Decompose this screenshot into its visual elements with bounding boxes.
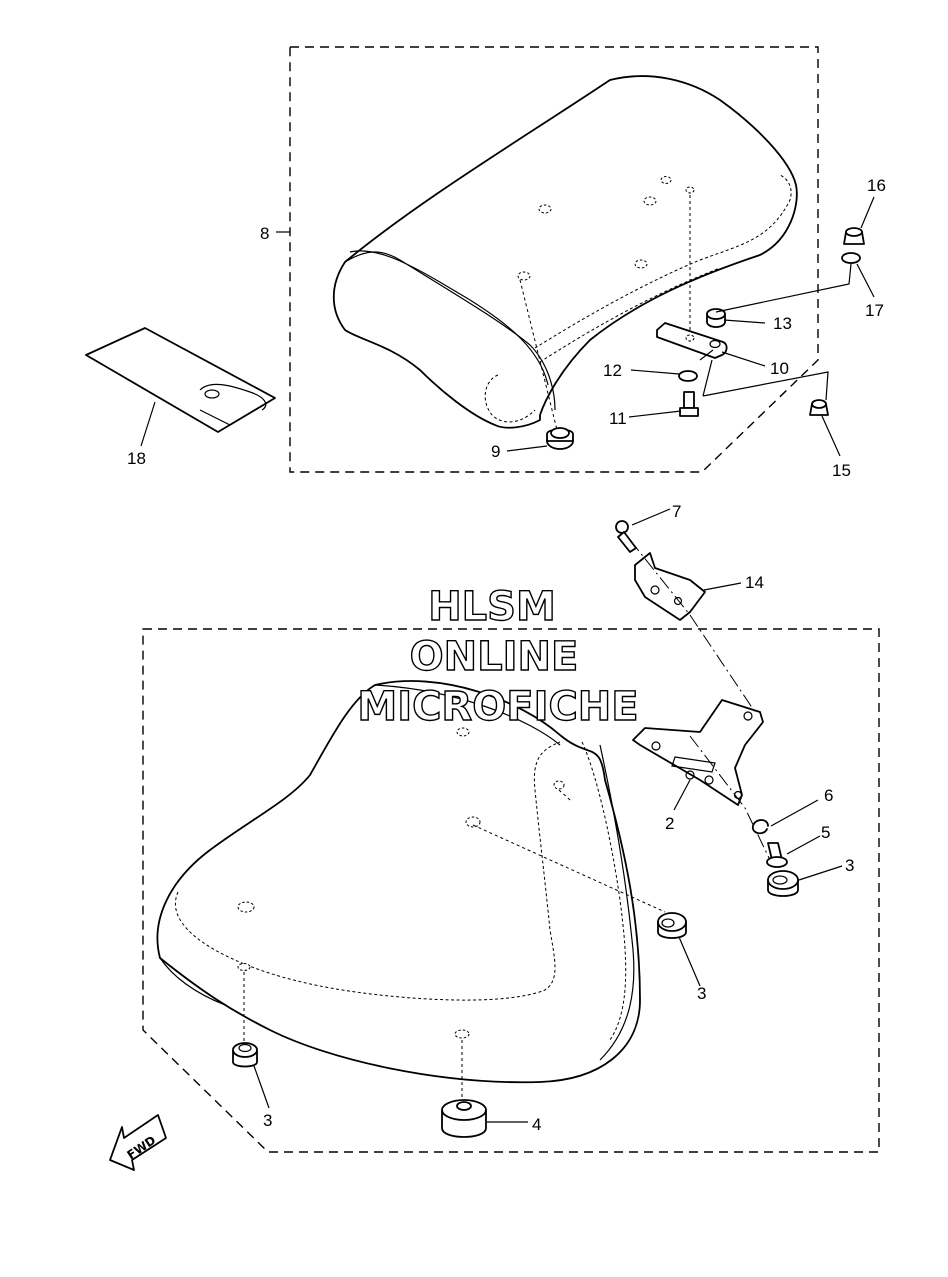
seat-hook-bracket [656, 322, 728, 359]
callout-4: 4 [532, 1115, 541, 1134]
callout-8: 8 [260, 224, 269, 243]
callout-11: 11 [609, 409, 627, 428]
callout-16: 16 [867, 176, 886, 195]
callout-3-right: 3 [845, 856, 854, 875]
callout-12: 12 [603, 361, 622, 380]
seat-bracket [632, 699, 764, 806]
front-seat-damper-right [767, 870, 799, 897]
front-seat [156, 680, 641, 1084]
seat-cover [85, 327, 276, 433]
rear-seat-damper [546, 427, 574, 450]
callout-14: 14 [745, 573, 764, 592]
svg-text:HLSM: HLSM [428, 584, 556, 630]
collar-ring [678, 370, 698, 382]
rear-seat [332, 75, 798, 429]
callout-5: 5 [821, 823, 830, 842]
plain-washer [841, 252, 861, 264]
leader-lines [140, 196, 875, 1123]
callout-9: 9 [491, 442, 500, 461]
hook-bolt [615, 520, 637, 553]
callout-13: 13 [773, 314, 792, 333]
watermark: HLSM ONLINE MICROFICHE [357, 583, 640, 730]
front-seat-damper-left [232, 1042, 258, 1068]
front-seat-group-box [142, 628, 880, 1153]
svg-text:MICROFICHE: MICROFICHE [357, 684, 638, 730]
callout-6: 6 [824, 786, 833, 805]
callout-17: 17 [865, 301, 884, 320]
callout-3-left: 3 [263, 1111, 272, 1130]
collar-bolt [766, 842, 788, 868]
front-seat-damper-center [657, 912, 687, 939]
front-seat-large-damper [441, 1099, 487, 1138]
forward-direction-badge: FWD [109, 1114, 167, 1171]
seat-hook [634, 552, 706, 621]
cap-nut [843, 227, 865, 245]
callout-3-center: 3 [697, 984, 706, 1003]
callout-15: 15 [832, 461, 851, 480]
rear-seat-group-box [289, 46, 819, 473]
svg-text:ONLINE: ONLINE [410, 634, 579, 680]
callout-2: 2 [665, 814, 674, 833]
rear-bolt [679, 391, 699, 417]
callout-7: 7 [672, 502, 681, 521]
circlip [752, 819, 769, 835]
callout-10: 10 [770, 359, 789, 378]
flange-nut [809, 399, 829, 416]
callout-18: 18 [127, 449, 146, 468]
